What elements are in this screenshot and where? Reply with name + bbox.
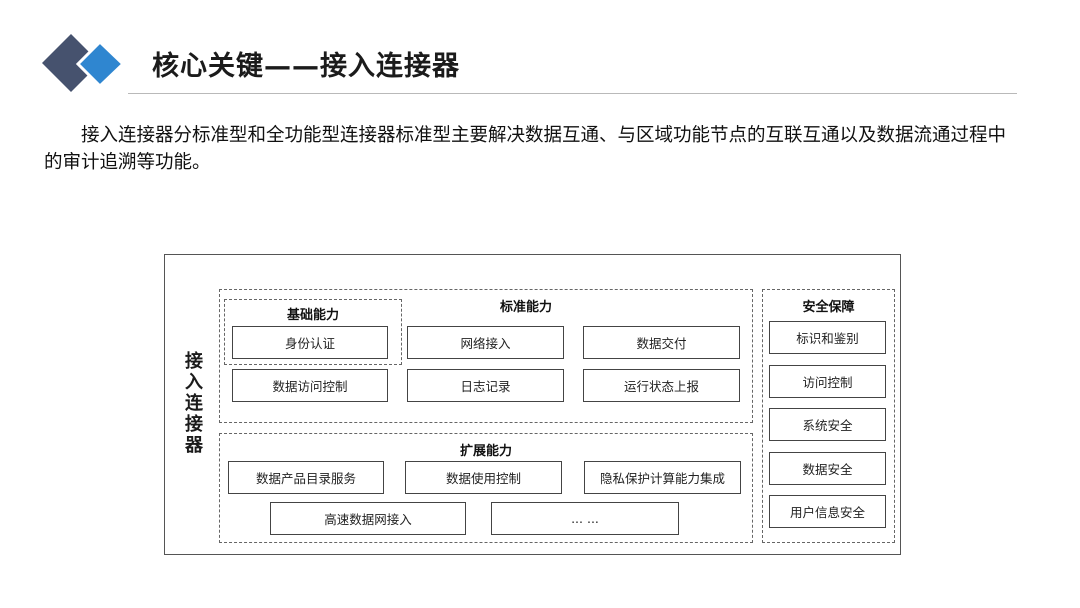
box-catalog-service: 数据产品目录服务 [228,461,384,494]
group-basic-title: 基础能力 [286,308,339,323]
box-data-delivery: 数据交付 [583,326,740,359]
box-access-control: 访问控制 [769,365,886,398]
group-standard: 标准能力 基础能力 身份认证 网络接入 数据交付 数据访问控制 日志记录 运行状… [219,289,753,423]
group-extended-title: 扩展能力 [459,444,512,459]
box-network-access: 网络接入 [407,326,564,359]
box-identification: 标识和鉴别 [769,321,886,354]
logo-diamond-icon [42,34,126,92]
group-extended: 扩展能力 数据产品目录服务 数据使用控制 隐私保护计算能力集成 高速数据网接入 … [219,433,753,543]
group-security-title: 安全保障 [802,300,855,315]
box-usage-control: 数据使用控制 [405,461,562,494]
connector-diagram: 接入连接器 标准能力 基础能力 身份认证 网络接入 数据交付 数据访问控制 日志… [164,254,901,555]
box-data-access-control: 数据访问控制 [232,369,388,402]
group-standard-title: 标准能力 [499,300,552,315]
box-status-report: 运行状态上报 [583,369,740,402]
group-security: 安全保障 标识和鉴别 访问控制 系统安全 数据安全 用户信息安全 [762,289,895,543]
intro-paragraph: 接入连接器分标准型和全功能型连接器标准型主要解决数据互通、与区域功能节点的互联互… [44,125,1007,173]
box-privacy-computing: 隐私保护计算能力集成 [584,461,741,494]
box-system-security: 系统安全 [769,408,886,441]
box-identity-auth: 身份认证 [232,326,388,359]
side-label-connector: 接入连接器 [179,351,209,456]
title-divider [128,93,1017,94]
box-log-record: 日志记录 [407,369,564,402]
box-user-info-security: 用户信息安全 [769,495,886,528]
box-ellipsis: ... ... [491,502,679,535]
box-high-speed-network: 高速数据网接入 [270,502,466,535]
page-title: 核心关键——接入连接器 [152,51,460,82]
group-basic: 基础能力 [224,299,402,365]
box-data-security: 数据安全 [769,452,886,485]
side-label-text: 接入连接器 [185,351,203,456]
